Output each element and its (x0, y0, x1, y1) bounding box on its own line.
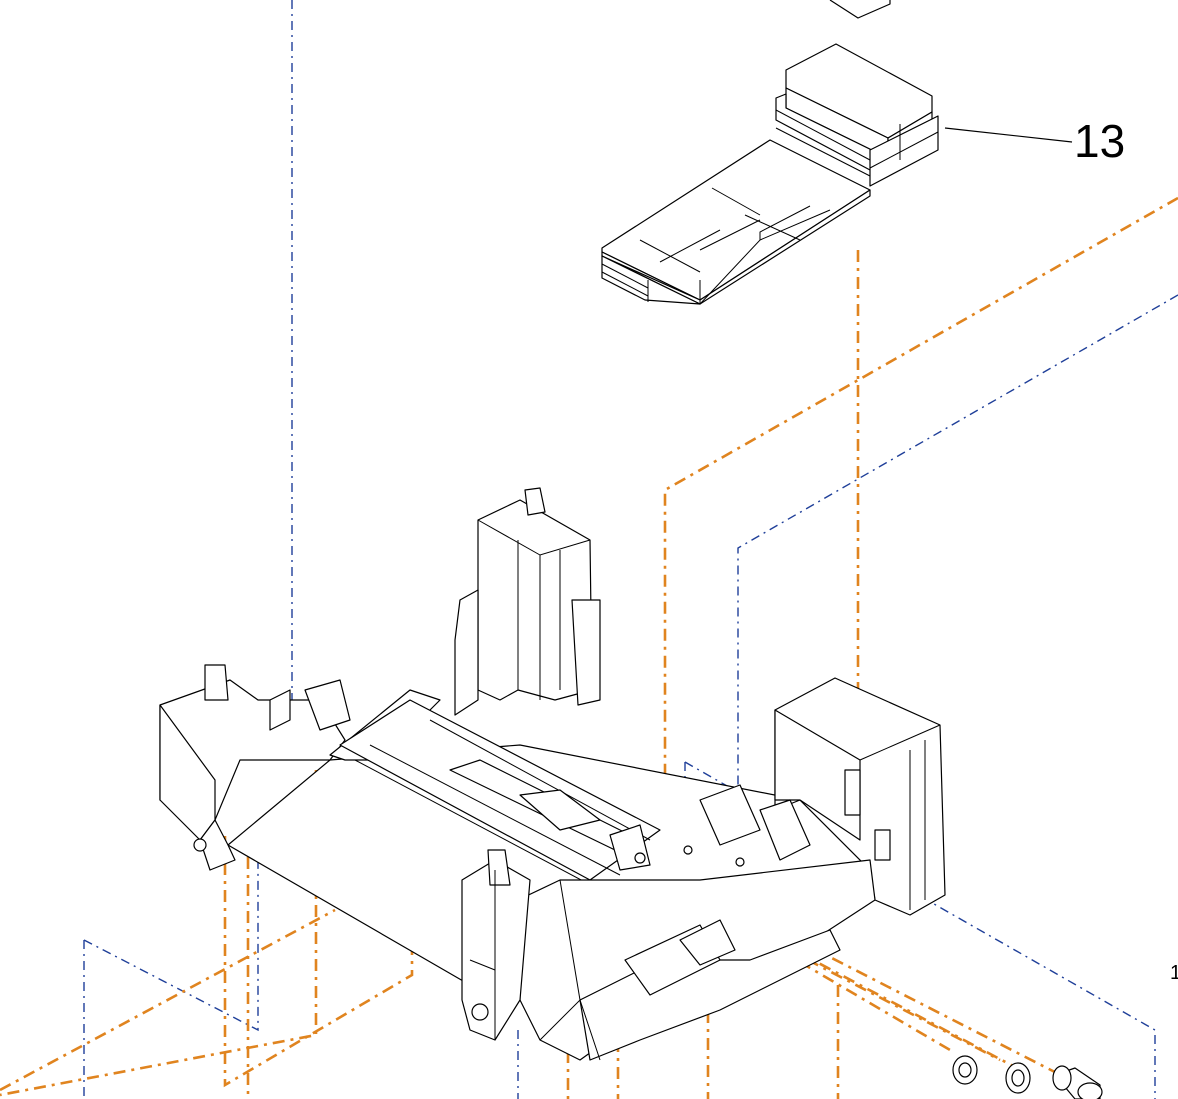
shaft-3 (1052, 1065, 1103, 1099)
part-13-pad-assembly (601, 0, 939, 305)
main-chassis-frame (159, 487, 946, 1061)
leader-line-13 (944, 127, 1073, 143)
callout-label-13: 13 (1074, 115, 1126, 167)
blue-guide-lines (83, 0, 1178, 1099)
edge-callout-label: 1 (1170, 962, 1178, 984)
bushing-1 (952, 1055, 978, 1085)
small-hardware-parts (952, 1055, 1103, 1099)
washer-2 (1005, 1062, 1031, 1094)
